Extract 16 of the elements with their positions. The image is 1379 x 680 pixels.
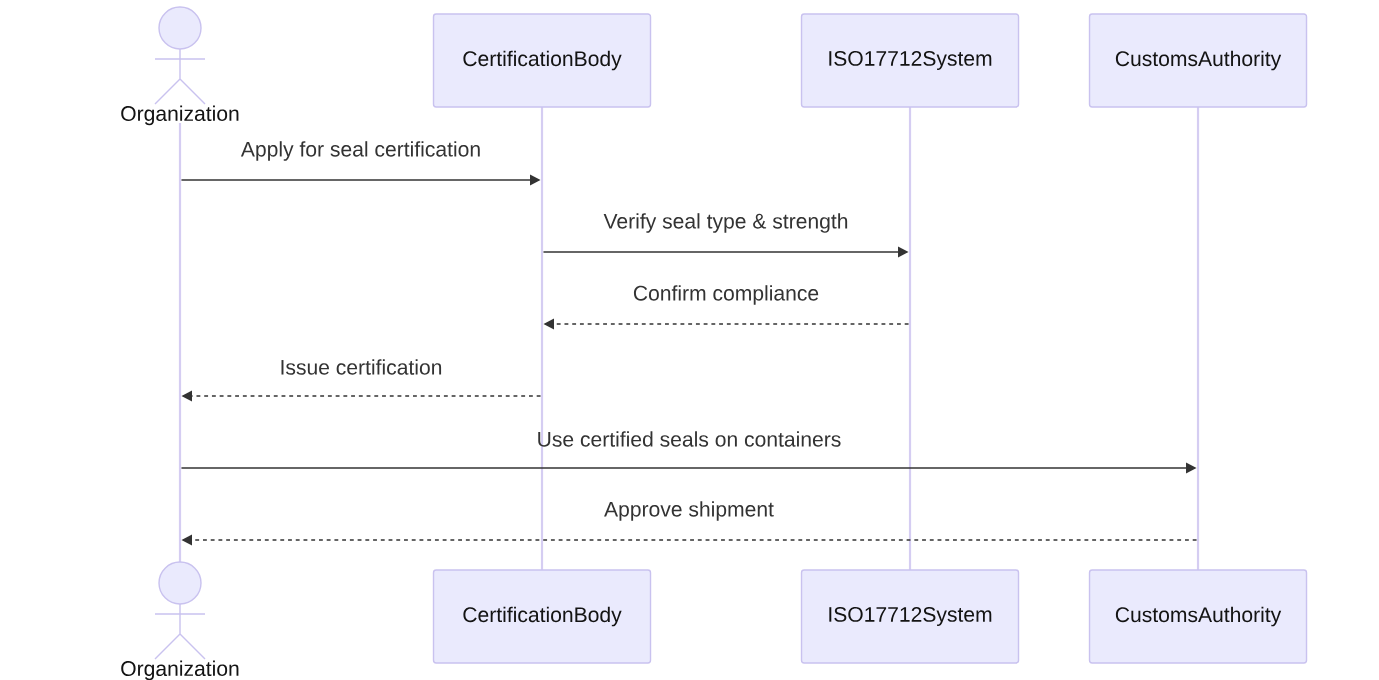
message-label: Approve shipment	[604, 501, 774, 521]
participant-box: CertificationBody	[432, 569, 652, 664]
message-label: Issue certification	[281, 359, 442, 375]
participant-box: CertificationBody	[432, 13, 652, 108]
participant-box: ISO17712System	[800, 13, 1020, 108]
message-label: Confirm compliance	[633, 285, 819, 305]
participant-box: CustomsAuthority	[1088, 569, 1308, 664]
participant-box: ISO17712System	[800, 569, 1020, 664]
actor-label: Organization	[121, 105, 239, 126]
message-label: Apply for seal certification	[240, 141, 480, 161]
message-label: Verify seal type & strength	[603, 213, 848, 233]
lifeline	[908, 107, 912, 570]
lifeline	[1196, 107, 1200, 570]
participant-box: CustomsAuthority	[1088, 13, 1308, 108]
message-label: Use certified seals on containers	[538, 431, 841, 447]
actor-label: Organization	[121, 660, 239, 680]
